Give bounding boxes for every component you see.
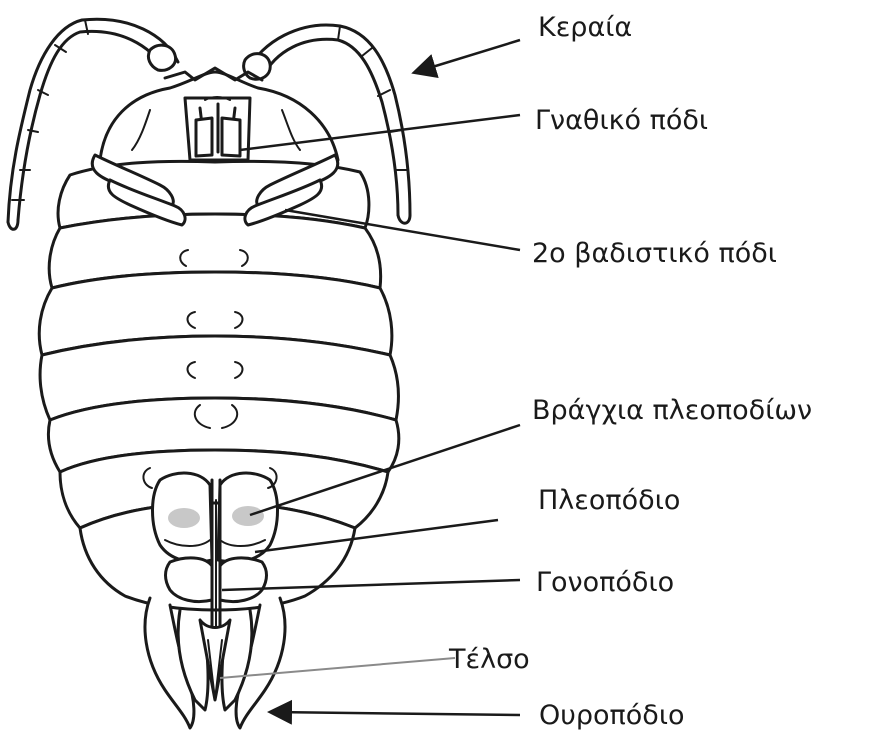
pleopod-gills-label: Βράγχια πλεοποδίων [532, 397, 812, 424]
telson-label: Τέλσο [449, 646, 530, 673]
uropod-label: Ουροπόδιο [539, 702, 684, 729]
uropod-arrow [272, 712, 520, 715]
maxilliped-label: Γναθικό πόδι [535, 107, 708, 134]
thoracic-segments [39, 161, 399, 528]
gonopod-label: Γονοπόδιο [536, 569, 674, 596]
walking-leg-label: 2ο βαδιστικό πόδι [532, 240, 777, 267]
antenna-arrow [416, 40, 520, 72]
pleopod-label: Πλεοπόδιο [538, 487, 680, 514]
antenna-label: Κεραία [538, 14, 632, 41]
